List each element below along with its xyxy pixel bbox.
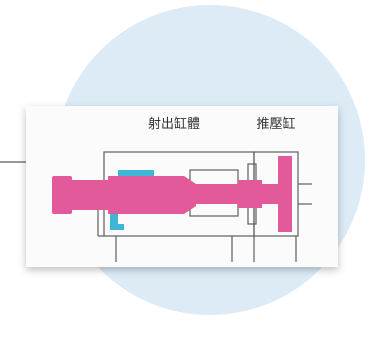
plunger bbox=[52, 156, 292, 232]
label-push-cylinder: 推壓缸 bbox=[256, 116, 295, 132]
rod-collar bbox=[238, 180, 262, 208]
oil-passage bbox=[110, 170, 154, 230]
oil-passage-top bbox=[118, 170, 154, 178]
plunger-barrel bbox=[70, 180, 110, 210]
plunger-taper bbox=[184, 176, 196, 214]
push-piston bbox=[278, 156, 292, 232]
plunger-nozzle bbox=[52, 176, 72, 214]
oil-passage-foot bbox=[110, 224, 124, 230]
plunger-piston bbox=[108, 176, 184, 214]
oil-passage-down bbox=[110, 208, 118, 230]
label-injection-cylinder-body: 射出缸體 bbox=[148, 116, 200, 132]
